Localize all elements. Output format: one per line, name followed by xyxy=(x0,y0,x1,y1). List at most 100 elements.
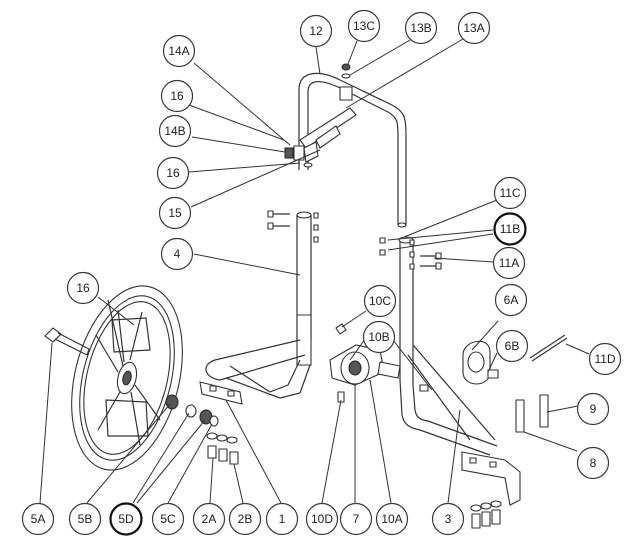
callout-circle xyxy=(588,342,622,376)
callout-circle xyxy=(576,392,610,426)
callout-10c: 10C xyxy=(363,284,397,318)
callout-15: 15 xyxy=(158,196,192,230)
callout-7: 7 xyxy=(339,502,373,536)
callout-circle xyxy=(493,212,527,246)
callout-circle xyxy=(21,502,55,536)
frame-bolts xyxy=(267,210,319,243)
callout-label: 9 xyxy=(590,402,597,416)
callout-5a: 5A xyxy=(21,502,55,536)
callout-13c: 13C xyxy=(347,9,381,43)
callout-label: 11A xyxy=(499,256,519,270)
callout-circle xyxy=(347,9,381,43)
callout-label: 12 xyxy=(309,24,323,38)
callout-6b: 6B xyxy=(495,329,529,363)
callout-13b: 13B xyxy=(404,11,438,45)
callout-circle xyxy=(158,114,192,148)
callout-10a: 10A xyxy=(375,502,409,536)
callout-11b: 11B xyxy=(493,212,527,246)
callout-circle xyxy=(156,156,190,190)
callout-circle xyxy=(162,34,196,68)
wheel xyxy=(71,285,183,471)
leader-lines xyxy=(39,38,590,504)
callout-label: 4 xyxy=(174,247,181,261)
callout-label: 13A xyxy=(463,21,484,35)
callout-label: 2B xyxy=(238,512,253,526)
callout-label: 5A xyxy=(31,512,46,526)
callout-label: 15 xyxy=(168,206,182,220)
callout-label: 13B xyxy=(410,21,431,35)
callout-label: 6B xyxy=(505,339,520,353)
pin-rod xyxy=(529,334,568,362)
callout-label: 16 xyxy=(76,281,90,295)
callout-label: 5D xyxy=(118,512,134,526)
right-upright-frame xyxy=(398,236,521,506)
left-upright-frame xyxy=(205,211,312,399)
callout-5d: 5D xyxy=(109,502,143,536)
callout-label: 5C xyxy=(160,512,176,526)
callout-circle xyxy=(192,502,226,536)
upper-handle-frame xyxy=(298,72,407,228)
callouts: 12 13C 13B 13A 14A 16 14B 16 15 4 11C 11B 11A 16 10C 10… xyxy=(21,9,622,536)
callout-circle xyxy=(494,283,528,317)
right-frame-bolts xyxy=(379,237,442,270)
callout-label: 11C xyxy=(499,186,520,200)
callout-label: 6A xyxy=(504,293,519,307)
callout-4: 4 xyxy=(160,237,194,271)
callout-11a: 11A xyxy=(492,246,526,280)
callout-circle xyxy=(375,502,409,536)
callout-16b: 16 xyxy=(156,156,190,190)
callout-label: 16 xyxy=(170,89,184,103)
parts-drawing xyxy=(44,63,568,529)
callout-label: 10D xyxy=(311,512,333,526)
callout-label: 5B xyxy=(78,512,93,526)
callout-5b: 5B xyxy=(68,502,102,536)
callout-14b: 14B xyxy=(158,114,192,148)
callout-circle xyxy=(158,196,192,230)
callout-10b: 10B xyxy=(362,320,396,354)
callout-1: 1 xyxy=(265,502,299,536)
callout-circle xyxy=(404,11,438,45)
callout-label: 8 xyxy=(590,456,597,470)
callout-10d: 10D xyxy=(305,502,339,536)
axle-nuts xyxy=(165,394,219,427)
callout-5c: 5C xyxy=(151,502,185,536)
brake-assembly xyxy=(329,323,429,403)
callout-13a: 13A xyxy=(457,11,491,45)
callout-circle xyxy=(493,176,527,210)
side-clamp xyxy=(462,340,499,385)
axle-bolt xyxy=(44,327,90,356)
callout-circle xyxy=(339,502,373,536)
clamp xyxy=(284,141,319,168)
bolt-set-right xyxy=(470,500,502,529)
bolt-set-left xyxy=(206,432,239,465)
callout-label: 3 xyxy=(445,512,452,526)
callout-16a: 16 xyxy=(160,79,194,113)
callout-circle xyxy=(492,246,526,280)
callout-label: 7 xyxy=(353,512,360,526)
callout-label: 11B xyxy=(500,222,520,236)
callout-circle xyxy=(160,237,194,271)
callout-label: 13C xyxy=(353,19,375,33)
callout-label: 10A xyxy=(381,512,402,526)
callout-circle xyxy=(576,446,610,480)
callout-label: 14A xyxy=(168,44,189,58)
callout-16c: 16 xyxy=(66,271,100,305)
plates xyxy=(515,394,549,433)
callout-label: 14B xyxy=(164,124,185,138)
callout-circle xyxy=(431,502,465,536)
callout-8: 8 xyxy=(576,446,610,480)
callout-label: 2A xyxy=(202,512,217,526)
callout-label: 11D xyxy=(594,352,615,366)
callout-circle xyxy=(305,502,339,536)
callout-circle xyxy=(265,502,299,536)
callout-circle xyxy=(66,271,100,305)
callout-label: 10B xyxy=(368,330,389,344)
left-bracket xyxy=(199,381,243,405)
callout-circle xyxy=(363,284,397,318)
callout-label: 10C xyxy=(369,294,391,308)
callout-label: 1 xyxy=(279,512,286,526)
callout-circle xyxy=(151,502,185,536)
callout-circle xyxy=(495,329,529,363)
handle-hardware xyxy=(299,63,357,149)
